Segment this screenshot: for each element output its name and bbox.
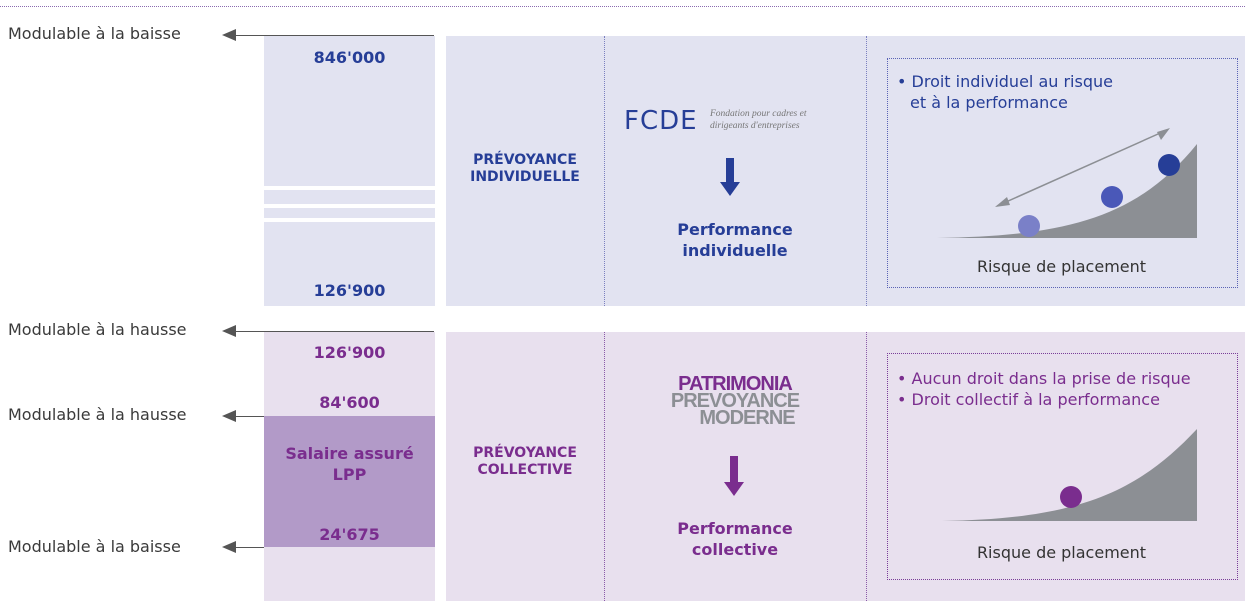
panel-divider bbox=[866, 36, 867, 306]
lpp-salary-band bbox=[264, 416, 435, 547]
fcde-logo: FCDE Fondation pour cadres et dirigeants… bbox=[624, 106, 807, 136]
individual-performance-label: Performance individuelle bbox=[677, 220, 793, 260]
arrow-left-icon bbox=[222, 410, 236, 422]
collective-value-bottom: 24'675 bbox=[319, 525, 380, 544]
level-line bbox=[234, 35, 434, 36]
top-divider bbox=[0, 6, 1245, 7]
arrow-head-icon bbox=[1157, 128, 1170, 140]
arrow-left-icon bbox=[222, 325, 236, 337]
collective-risk-curve bbox=[942, 429, 1197, 521]
patrimonia-logo: PATRIMONIA PREVOYANCE MODERNE bbox=[670, 373, 800, 429]
individual-panel bbox=[446, 36, 1245, 306]
collective-bullet-2: • Droit collectif à la performance bbox=[897, 390, 1160, 409]
panel-divider bbox=[604, 332, 605, 601]
collective-salary-column-bottom bbox=[264, 547, 435, 601]
risk-point-low bbox=[1018, 215, 1040, 237]
individual-value-top: 846'000 bbox=[313, 48, 386, 67]
risk-curve-area bbox=[942, 429, 1197, 521]
collective-value-mid: 84'600 bbox=[319, 393, 380, 412]
individual-risk-box bbox=[887, 58, 1238, 288]
collective-risk-label: Risque de placement bbox=[976, 543, 1147, 562]
panel-divider bbox=[604, 36, 605, 306]
individual-value-bottom: 126'900 bbox=[313, 281, 386, 300]
panel-divider bbox=[866, 332, 867, 601]
salary-break-band bbox=[264, 190, 435, 204]
salary-break-band bbox=[264, 208, 435, 218]
collective-risk-box bbox=[887, 353, 1238, 580]
individual-salary-column-top bbox=[264, 36, 435, 186]
collective-section-label: PRÉVOYANCE COLLECTIVE bbox=[473, 445, 577, 478]
individual-salary-column-bottom bbox=[264, 222, 435, 306]
risk-point bbox=[1060, 486, 1082, 508]
arrow-head-icon bbox=[995, 197, 1010, 207]
collective-value-top: 126'900 bbox=[313, 343, 386, 362]
level-line bbox=[234, 331, 434, 332]
collective-performance-label: Performance collective bbox=[677, 519, 793, 559]
individual-bullet-2: et à la performance bbox=[910, 93, 1068, 112]
arrow-left-icon bbox=[222, 541, 236, 553]
individual-risk-label: Risque de placement bbox=[976, 257, 1147, 276]
collective-salary-column-top bbox=[264, 332, 435, 416]
arrow-down-icon bbox=[720, 158, 740, 196]
risk-range-line bbox=[996, 129, 1168, 207]
risk-point-high bbox=[1158, 154, 1180, 176]
individual-bullet-1: • Droit individuel au risque bbox=[897, 72, 1113, 91]
arrow-down-icon bbox=[724, 456, 744, 496]
individual-section-label: PRÉVOYANCE INDIVIDUELLE bbox=[470, 152, 580, 185]
side-label-mid-hausse: Modulable à la hausse bbox=[8, 320, 187, 339]
arrow-left-icon bbox=[222, 29, 236, 41]
collective-panel bbox=[446, 332, 1245, 601]
side-label-bottom-baisse: Modulable à la baisse bbox=[8, 537, 181, 556]
risk-point-mid bbox=[1101, 186, 1123, 208]
individual-risk-curve bbox=[937, 128, 1197, 238]
collective-bullet-1: • Aucun droit dans la prise de risque bbox=[897, 369, 1191, 388]
risk-curve-area bbox=[937, 144, 1197, 238]
side-label-top-baisse: Modulable à la baisse bbox=[8, 24, 181, 43]
side-label-lower-hausse: Modulable à la hausse bbox=[8, 405, 187, 424]
lpp-label: Salaire assuré LPP bbox=[285, 444, 414, 484]
